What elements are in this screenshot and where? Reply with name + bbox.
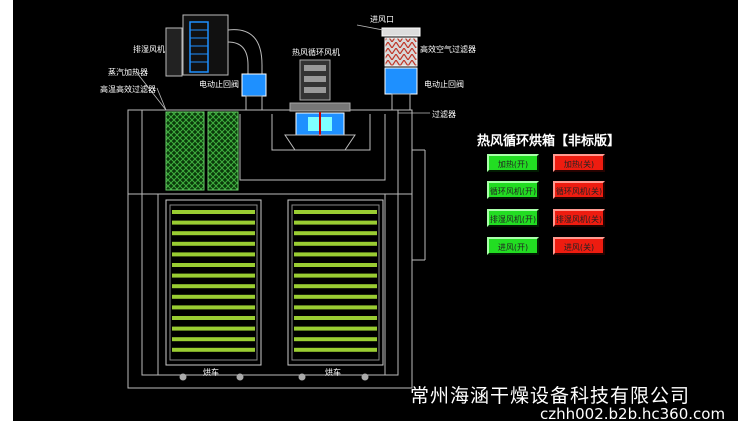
circulation-fan	[284, 59, 356, 151]
tray	[172, 305, 255, 310]
label-hepa-filter: 高效空气过滤器	[420, 45, 476, 54]
tray	[294, 241, 377, 246]
label-cart-right: 烘车	[325, 368, 341, 377]
air-inlet-on-button[interactable]: 进风(开)	[487, 237, 539, 255]
tray	[294, 231, 377, 236]
callout-lines	[136, 24, 430, 114]
tray	[294, 294, 377, 299]
tray	[172, 241, 255, 246]
tray	[294, 326, 377, 331]
tray	[172, 347, 255, 352]
air-inlet-off-button[interactable]: 进风(关)	[553, 237, 605, 255]
label-steam-heater: 蒸汽加热器	[108, 68, 148, 77]
tray	[172, 220, 255, 225]
tray	[294, 347, 377, 352]
exhaust-fan-assembly	[165, 14, 267, 111]
tray	[172, 231, 255, 236]
label-air-inlet: 进风口	[370, 15, 394, 24]
tray	[172, 273, 255, 278]
hepa-filter-mesh	[207, 111, 239, 191]
label-cart-left: 烘车	[203, 368, 219, 377]
tray	[294, 220, 377, 225]
tray	[172, 337, 255, 342]
drying-cart-left	[165, 199, 262, 381]
oven-housing	[127, 109, 426, 389]
tray	[294, 305, 377, 310]
air-inlet-assembly	[381, 27, 421, 111]
panel-title: 热风循环烘箱【非标版】	[477, 134, 621, 149]
tray	[172, 252, 255, 257]
tray	[294, 252, 377, 257]
company-name: 常州海涵干燥设备科技有限公司	[410, 385, 691, 407]
drying-cart-right	[287, 199, 384, 381]
circulation-fan-off-button[interactable]: 循环风机(关)	[553, 181, 605, 199]
tray	[294, 273, 377, 278]
label-damper-left: 电动止回阀	[199, 80, 239, 89]
tray	[294, 210, 377, 214]
label-high-temp-filter: 高温高效过滤器	[100, 85, 156, 94]
tray	[172, 316, 255, 320]
tray	[172, 326, 255, 331]
tray	[294, 284, 377, 289]
tray	[294, 316, 377, 320]
tray	[172, 284, 255, 289]
exhaust-fan-on-button[interactable]: 排湿风机(开)	[487, 209, 539, 227]
label-exhaust-fan: 排湿风机	[133, 45, 165, 54]
tray	[172, 263, 255, 267]
website-url: czhh002.b2b.hc360.com	[540, 405, 726, 423]
heating-off-button[interactable]: 加热(关)	[553, 154, 605, 172]
exhaust-fan-off-button[interactable]: 排湿风机(关)	[553, 209, 605, 227]
heating-on-button[interactable]: 加热(开)	[487, 154, 539, 172]
tray	[294, 263, 377, 267]
tray	[294, 337, 377, 342]
steam-heater-mesh	[165, 111, 205, 191]
tray	[172, 294, 255, 299]
label-filter: 过滤器	[432, 110, 456, 119]
label-damper-right: 电动止回阀	[424, 80, 464, 89]
cart-trays	[172, 210, 377, 352]
tray	[172, 210, 255, 214]
circulation-fan-on-button[interactable]: 循环风机(开)	[487, 181, 539, 199]
label-circulation-fan: 热风循环风机	[292, 48, 340, 57]
